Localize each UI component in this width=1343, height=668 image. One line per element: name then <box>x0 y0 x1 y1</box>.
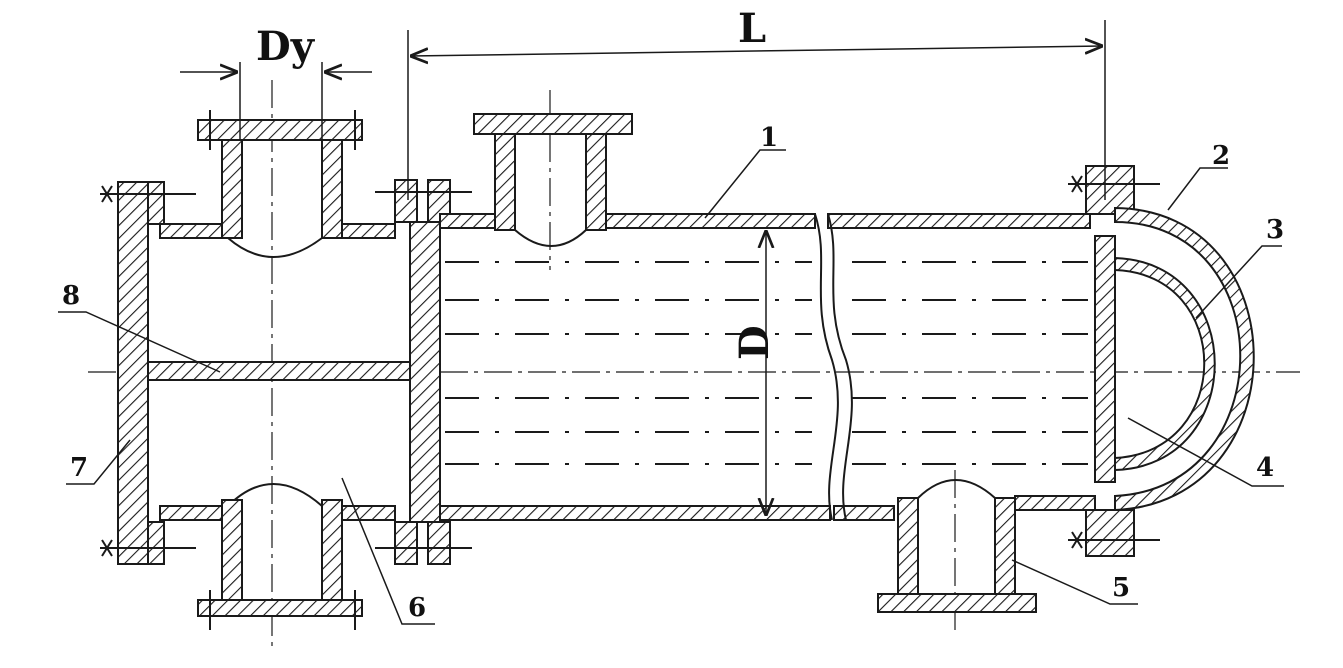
outlet-nozzle-bottom-left <box>197 483 363 630</box>
right-end <box>1068 165 1255 557</box>
callout-6: 6 <box>408 593 426 623</box>
callout-3: 3 <box>1266 215 1284 245</box>
cover-bolts <box>100 185 196 557</box>
chamber-top-wall <box>159 223 396 239</box>
callout-1: 1 <box>760 123 778 153</box>
cover-flange-bottom <box>147 521 165 565</box>
partition-plate <box>147 361 411 381</box>
chamber-cover <box>117 181 149 565</box>
cover-flange-top <box>147 181 165 225</box>
callout-7: 7 <box>70 453 88 483</box>
dimension-length: L <box>407 5 1106 200</box>
distribution-chamber <box>100 181 411 565</box>
callout-5: 5 <box>1112 573 1130 603</box>
return-head <box>1114 206 1255 512</box>
dimension-diameter-label: D <box>731 325 778 360</box>
outlet-nozzle-bottom-right <box>877 479 1037 613</box>
callout-4: 4 <box>1256 453 1274 483</box>
inlet-nozzle-top-left <box>197 110 363 258</box>
callout-8: 8 <box>62 281 80 311</box>
dimension-nozzle: Dy <box>180 23 372 140</box>
tube-bundle <box>445 261 1088 465</box>
chamber-bottom-wall <box>159 505 396 521</box>
leader-lines <box>58 149 1284 625</box>
callout-2: 2 <box>1212 141 1230 171</box>
dimension-nozzle-label: Dy <box>256 23 316 70</box>
inlet-nozzle-top-middle <box>473 113 633 247</box>
dimension-diameter: D <box>731 230 778 516</box>
callouts: 1 2 3 4 5 6 7 8 <box>62 123 1284 623</box>
tube-sheet-left <box>375 179 472 565</box>
dimension-length-label: L <box>738 5 766 52</box>
shell <box>439 213 1096 521</box>
